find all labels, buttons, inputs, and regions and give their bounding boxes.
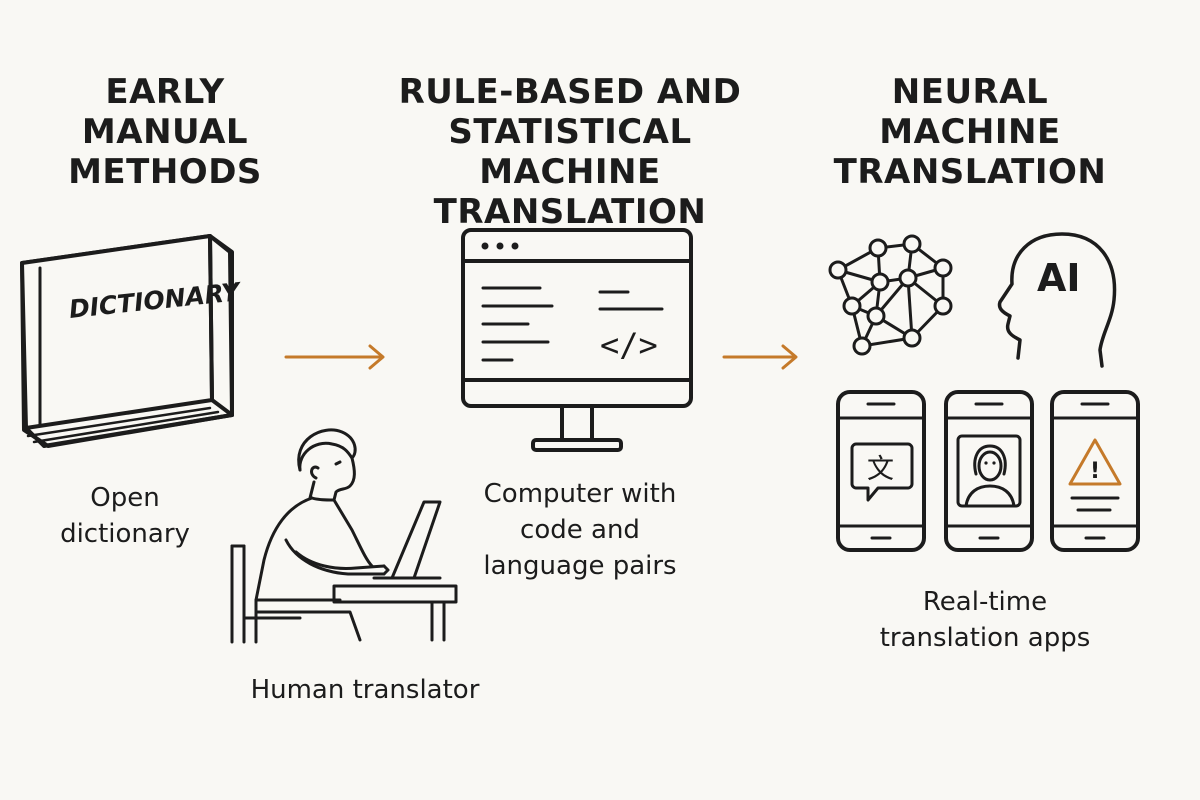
computer-caption-line-3: language pairs: [483, 551, 677, 581]
computer-caption: Computer with code and language pairs: [450, 476, 710, 584]
phone-warning-icon: !: [1052, 392, 1138, 550]
stage-3-heading-line-2: MACHINE: [879, 112, 1061, 152]
stage-2-heading: RULE-BASED AND STATISTICAL MACHINE TRANS…: [340, 72, 800, 232]
translator-caption: Human translator: [220, 672, 510, 708]
stage-1-heading-line-3: METHODS: [68, 152, 262, 192]
ai-label: AI: [1037, 256, 1081, 300]
computer-caption-line-1: Computer with: [483, 479, 677, 509]
apps-caption-line-2: translation apps: [879, 623, 1091, 653]
computer-caption-line-2: code and: [520, 515, 640, 545]
phone-avatar-icon: [946, 392, 1032, 550]
arrow-right-icon: [724, 346, 796, 368]
phone-translate-icon: 文: [838, 392, 924, 550]
arrow-right-icon: [286, 346, 383, 368]
dictionary-caption-line-2: dictionary: [60, 519, 190, 549]
code-icon: </>: [600, 326, 658, 364]
stage-2-heading-line-1: RULE-BASED AND: [398, 72, 742, 112]
stage-3-heading: NEURAL MACHINE TRANSLATION: [830, 72, 1110, 192]
stage-2-heading-line-2: STATISTICAL: [448, 112, 692, 152]
neural-network-icon: [830, 236, 951, 354]
computer-monitor-icon: </>: [463, 230, 691, 450]
dictionary-caption: Open dictionary: [40, 480, 210, 552]
translate-glyph: 文: [867, 454, 894, 485]
stage-1-heading: EARLY MANUAL METHODS: [40, 72, 290, 192]
book-icon: DICTIONARY: [22, 236, 244, 446]
translator-caption-line-1: Human translator: [250, 675, 480, 705]
apps-caption-line-1: Real-time: [922, 587, 1048, 617]
stage-3-heading-line-1: NEURAL: [891, 72, 1049, 112]
stage-3-heading-line-3: TRANSLATION: [833, 152, 1107, 192]
stage-1-heading-line-1: EARLY: [105, 72, 225, 112]
warning-glyph: !: [1090, 459, 1100, 484]
person-laptop-icon: [232, 430, 456, 642]
stage-2-heading-line-3: MACHINE TRANSLATION: [433, 152, 707, 232]
dictionary-caption-line-1: Open: [90, 483, 160, 513]
ai-head-icon: AI: [999, 234, 1114, 366]
apps-caption: Real-time translation apps: [850, 584, 1120, 656]
stage-1-heading-line-2: MANUAL: [81, 112, 249, 152]
